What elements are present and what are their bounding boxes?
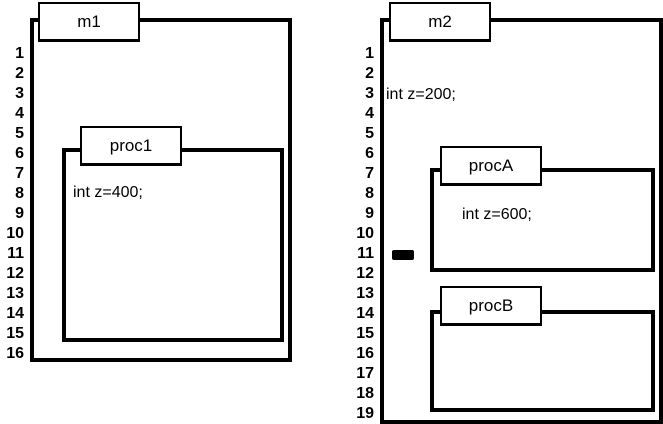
line-number: 14 xyxy=(356,305,374,322)
block-procB-title: procB xyxy=(440,286,542,326)
line-number: 5 xyxy=(365,125,374,142)
line-number: 7 xyxy=(15,165,24,182)
block-proc1-title: proc1 xyxy=(80,126,182,166)
line-number: 9 xyxy=(365,205,374,222)
line-number: 15 xyxy=(356,325,374,342)
line-number: 13 xyxy=(356,285,374,302)
line-number: 3 xyxy=(365,85,374,102)
line-number: 16 xyxy=(356,345,374,362)
line-number: 6 xyxy=(15,145,24,162)
line-number: 17 xyxy=(356,365,374,382)
line-number: 8 xyxy=(15,185,24,202)
code-line: int z=600; xyxy=(462,206,532,223)
code-line: int z=400; xyxy=(73,184,143,201)
line-number: 11 xyxy=(7,245,24,262)
line-number: 1 xyxy=(365,45,374,62)
line-number: 5 xyxy=(15,125,24,142)
module-m1-title: m1 xyxy=(38,2,140,42)
line-numbers-m2: 1 2 3 4 5 6 7 8 9 10 11 12 13 14 15 16 1… xyxy=(346,44,374,424)
block-proc1-frame xyxy=(62,148,284,342)
line-number: 19 xyxy=(356,405,374,422)
line-number: 1 xyxy=(15,45,24,62)
code-line: int z=200; xyxy=(386,86,456,103)
line-number: 3 xyxy=(15,85,24,102)
line-number: 12 xyxy=(356,265,374,282)
line-number: 2 xyxy=(15,65,24,82)
line-number: 10 xyxy=(356,225,374,242)
line-number: 4 xyxy=(15,105,24,122)
line-number: 2 xyxy=(365,65,374,82)
line-number: 12 xyxy=(6,265,24,282)
line-number: 14 xyxy=(6,305,24,322)
line-number: 6 xyxy=(365,145,374,162)
line-number: 10 xyxy=(6,225,24,242)
module-m2-title: m2 xyxy=(389,2,491,42)
line-number: 9 xyxy=(15,205,24,222)
line-number: 15 xyxy=(6,325,24,342)
cursor-marker xyxy=(392,250,414,260)
line-number: 13 xyxy=(6,285,24,302)
block-procA-title: procA xyxy=(440,146,542,186)
block-procB-frame xyxy=(430,310,655,412)
line-number: 7 xyxy=(365,165,374,182)
line-number: 4 xyxy=(365,105,374,122)
line-number: 8 xyxy=(365,185,374,202)
line-numbers-m1: 1 2 3 4 5 6 7 8 9 10 11 12 13 14 15 16 xyxy=(0,44,24,364)
line-number: 18 xyxy=(356,385,374,402)
line-number: 16 xyxy=(6,345,24,362)
line-number: 11 xyxy=(357,245,374,262)
